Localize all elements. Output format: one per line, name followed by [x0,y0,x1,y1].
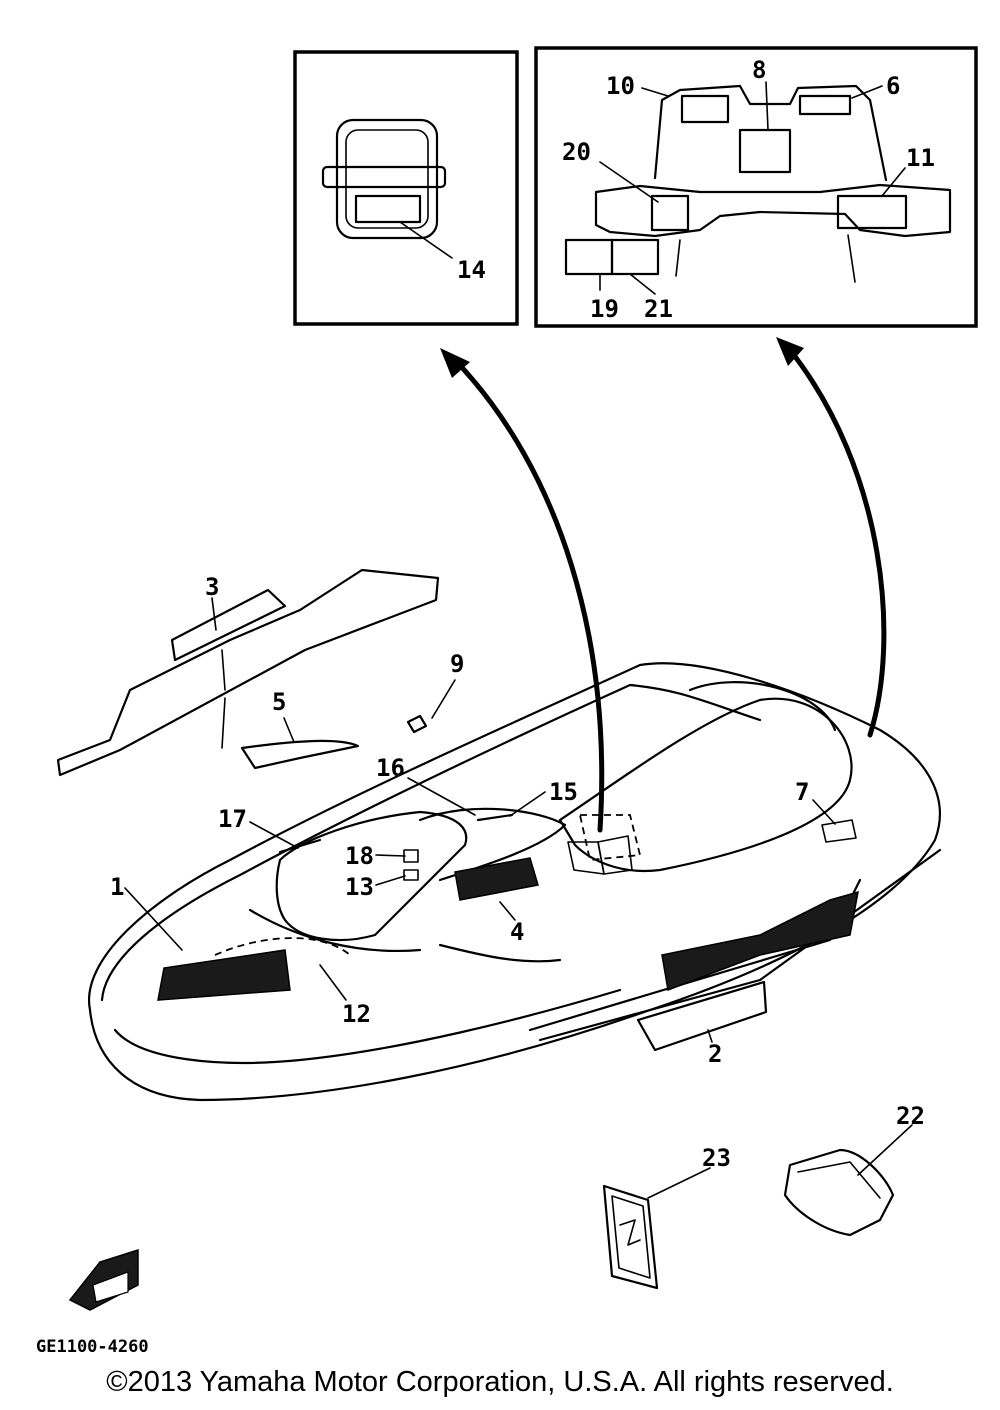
callout-7: 7 [795,778,809,806]
callout-20: 20 [562,138,591,166]
handle-pole-sketch: 3 [56,568,440,777]
callout-12: 12 [342,1000,371,1028]
callout-14: 14 [457,256,486,284]
part-code: GE1100-4260 [36,1337,149,1357]
callout-1: 1 [110,873,124,901]
callout-2: 2 [708,1040,722,1068]
copyright-notice: ©2013 Yamaha Motor Corporation, U.S.A. A… [106,1366,894,1398]
callout-9: 9 [450,650,464,678]
callout-17: 17 [218,805,247,833]
callout-23: 23 [702,1144,731,1172]
loose-parts: 22 23 [68,1102,925,1311]
callout-4: 4 [510,918,524,946]
hull-decals [157,714,859,1052]
callout-16: 16 [376,754,405,782]
callout-13: 13 [345,873,374,901]
detail-inset-console: 10 8 6 20 11 19 21 [534,46,978,328]
callout-15: 15 [549,778,578,806]
callout-21: 21 [644,295,673,323]
callout-19: 19 [590,295,619,323]
callout-11: 11 [906,144,935,172]
callout-5: 5 [272,688,286,716]
detail-inset-handle: 14 [293,50,519,326]
detail-arrows [440,337,887,833]
callout-10: 10 [606,72,635,100]
hull-callouts: 5 9 16 15 17 18 13 4 1 12 7 2 [110,650,836,1068]
callout-6: 6 [886,72,900,100]
callout-18: 18 [345,842,374,870]
callout-8: 8 [752,56,766,84]
watercraft-hull [87,662,942,1102]
callout-22: 22 [896,1102,925,1130]
callout-3: 3 [205,573,219,601]
